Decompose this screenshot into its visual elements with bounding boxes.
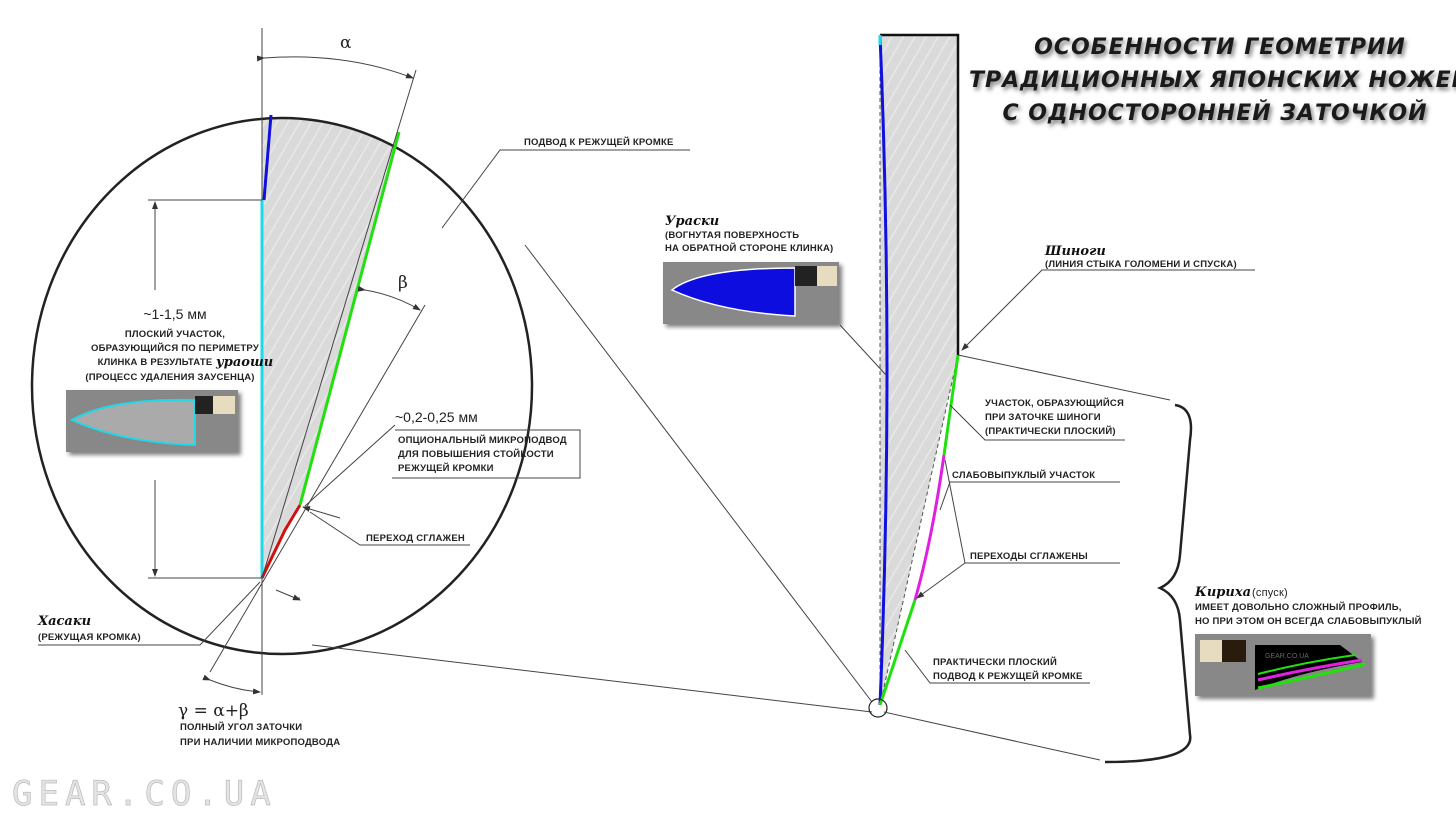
urasuki-curve — [878, 34, 889, 706]
svg-text:ОБРАЗУЮЩИЙСЯ ПО ПЕРИМЕТРУ: ОБРАЗУЮЩИЙСЯ ПО ПЕРИМЕТРУ — [91, 342, 259, 354]
shinogi-flat-line — [942, 354, 960, 456]
svg-text:GEAR.CO.UA: GEAR.CO.UA — [1265, 653, 1309, 660]
magnifier-circle — [30, 116, 534, 656]
svg-text:(ВОГНУТАЯ ПОВЕРХНОСТЬ: (ВОГНУТАЯ ПОВЕРХНОСТЬ — [665, 230, 799, 241]
knife-image-kiriha: GEAR.CO.UA — [1195, 634, 1371, 696]
svg-text:ДЛЯ ПОВЫШЕНИЯ СТОЙКОСТИ: ДЛЯ ПОВЫШЕНИЯ СТОЙКОСТИ — [398, 448, 554, 460]
svg-text:ПЕРЕХОД СГЛАЖЕН: ПЕРЕХОД СГЛАЖЕН — [366, 533, 465, 544]
watermark: GEAR.CO.UA — [12, 774, 277, 814]
knife-image-uraoshi — [66, 390, 238, 452]
svg-text:Кириха: Кириха — [1194, 585, 1251, 600]
svg-text:ПРИ ЗАТОЧКЕ ШИНОГИ: ПРИ ЗАТОЧКЕ ШИНОГИ — [985, 412, 1101, 423]
svg-text:СЛАБОВЫПУКЛЫЙ УЧАСТОК: СЛАБОВЫПУКЛЫЙ УЧАСТОК — [952, 469, 1095, 481]
beta-arc — [357, 285, 421, 311]
svg-text:(ПРАКТИЧЕСКИ ПЛОСКИЙ): (ПРАКТИЧЕСКИ ПЛОСКИЙ) — [985, 425, 1116, 437]
svg-text:УЧАСТОК, ОБРАЗУЮЩИЙСЯ: УЧАСТОК, ОБРАЗУЮЩИЙСЯ — [985, 397, 1124, 409]
kiriha-brace — [1104, 403, 1193, 764]
svg-text:Ураски: Ураски — [665, 214, 719, 229]
svg-text:~0,2-0,25 мм: ~0,2-0,25 мм — [395, 409, 478, 425]
svg-text:ПЕРЕХОДЫ СГЛАЖЕНЫ: ПЕРЕХОДЫ СГЛАЖЕНЫ — [970, 551, 1088, 562]
svg-text:ПОДВОД К РЕЖУЩЕЙ КРОМКЕ: ПОДВОД К РЕЖУЩЕЙ КРОМКЕ — [933, 670, 1083, 682]
approach-line — [298, 131, 401, 506]
svg-text:Хасаки: Хасаки — [37, 614, 91, 629]
svg-text:β: β — [398, 273, 408, 293]
svg-text:~1-1,5 мм: ~1-1,5 мм — [143, 306, 206, 322]
svg-text:ураоши: ураоши — [215, 355, 273, 370]
svg-text:ПОЛНЫЙ УГОЛ ЗАТОЧКИ: ПОЛНЫЙ УГОЛ ЗАТОЧКИ — [180, 721, 302, 733]
svg-text:С ОДНОСТОРОННЕЙ ЗАТОЧКОЙ: С ОДНОСТОРОННЕЙ ЗАТОЧКОЙ — [1002, 100, 1427, 126]
svg-text:РЕЖУЩЕЙ КРОМКИ: РЕЖУЩЕЙ КРОМКИ — [398, 462, 494, 474]
full-blade-cross-section: Ураски (ВОГНУТАЯ ПОВЕРХНОСТЬ НА ОБРАТНОЙ… — [663, 33, 1422, 764]
svg-text:(ПРОЦЕСС УДАЛЕНИЯ ЗАУСЕНЦА): (ПРОЦЕСС УДАЛЕНИЯ ЗАУСЕНЦА) — [85, 372, 254, 383]
svg-text:ОСОБЕННОСТИ ГЕОМЕТРИИ: ОСОБЕННОСТИ ГЕОМЕТРИИ — [1034, 35, 1406, 60]
svg-text:ТРАДИЦИОННЫХ ЯПОНСКИХ НОЖЕЙ: ТРАДИЦИОННЫХ ЯПОНСКИХ НОЖЕЙ — [969, 67, 1456, 93]
microbevel-line — [260, 504, 302, 579]
knife-image-urasuki — [663, 262, 839, 324]
svg-text:Шиноги: Шиноги — [1044, 244, 1106, 259]
svg-text:ПОДВОД К РЕЖУЩЕЙ КРОМКЕ: ПОДВОД К РЕЖУЩЕЙ КРОМКЕ — [524, 136, 674, 148]
svg-text:(РЕЖУЩАЯ КРОМКА): (РЕЖУЩАЯ КРОМКА) — [38, 632, 141, 643]
svg-text:(спуск): (спуск) — [1252, 587, 1288, 599]
svg-text:ОПЦИОНАЛЬНЫЙ МИКРОПОДВОД: ОПЦИОНАЛЬНЫЙ МИКРОПОДВОД — [398, 434, 567, 446]
svg-text:(ЛИНИЯ СТЫКА ГОЛОМЕНИ И СПУСКА: (ЛИНИЯ СТЫКА ГОЛОМЕНИ И СПУСКА) — [1045, 259, 1237, 270]
svg-text:α: α — [340, 33, 352, 53]
svg-text:НА ОБРАТНОЙ СТОРОНЕ КЛИНКА): НА ОБРАТНОЙ СТОРОНЕ КЛИНКА) — [665, 242, 833, 254]
svg-text:ПРИ НАЛИЧИИ МИКРОПОДВОДА: ПРИ НАЛИЧИИ МИКРОПОДВОДА — [180, 737, 340, 748]
svg-text:ИМЕЕТ ДОВОЛЬНО СЛОЖНЫЙ ПРОФИЛЬ: ИМЕЕТ ДОВОЛЬНО СЛОЖНЫЙ ПРОФИЛЬ, — [1195, 601, 1402, 613]
svg-text:ПРАКТИЧЕСКИ ПЛОСКИЙ: ПРАКТИЧЕСКИ ПЛОСКИЙ — [933, 656, 1057, 668]
convex-line — [913, 454, 946, 601]
gamma-arc — [202, 674, 261, 695]
magnified-edge-view: α β ПОДВОД К РЕЖУЩЕЙ КРОМКЕ ~1-1,5 мм ПЛ… — [30, 28, 690, 748]
svg-text:КЛИНКА В РЕЗУЛЬТАТЕ: КЛИНКА В РЕЗУЛЬТАТЕ — [98, 357, 213, 368]
alpha-arc — [256, 55, 414, 79]
diagram-title: ОСОБЕННОСТИ ГЕОМЕТРИИ ТРАДИЦИОННЫХ ЯПОНС… — [969, 35, 1456, 126]
svg-text:γ = α+β: γ = α+β — [178, 701, 249, 721]
svg-text:ПЛОСКИЙ УЧАСТОК,: ПЛОСКИЙ УЧАСТОК, — [125, 328, 225, 340]
svg-text:НО ПРИ ЭТОМ ОН ВСЕГДА СЛАБОВЫП: НО ПРИ ЭТОМ ОН ВСЕГДА СЛАБОВЫПУКЛЫЙ — [1195, 615, 1422, 627]
edge-approach-line — [878, 599, 917, 706]
urasuki-line — [262, 114, 273, 201]
